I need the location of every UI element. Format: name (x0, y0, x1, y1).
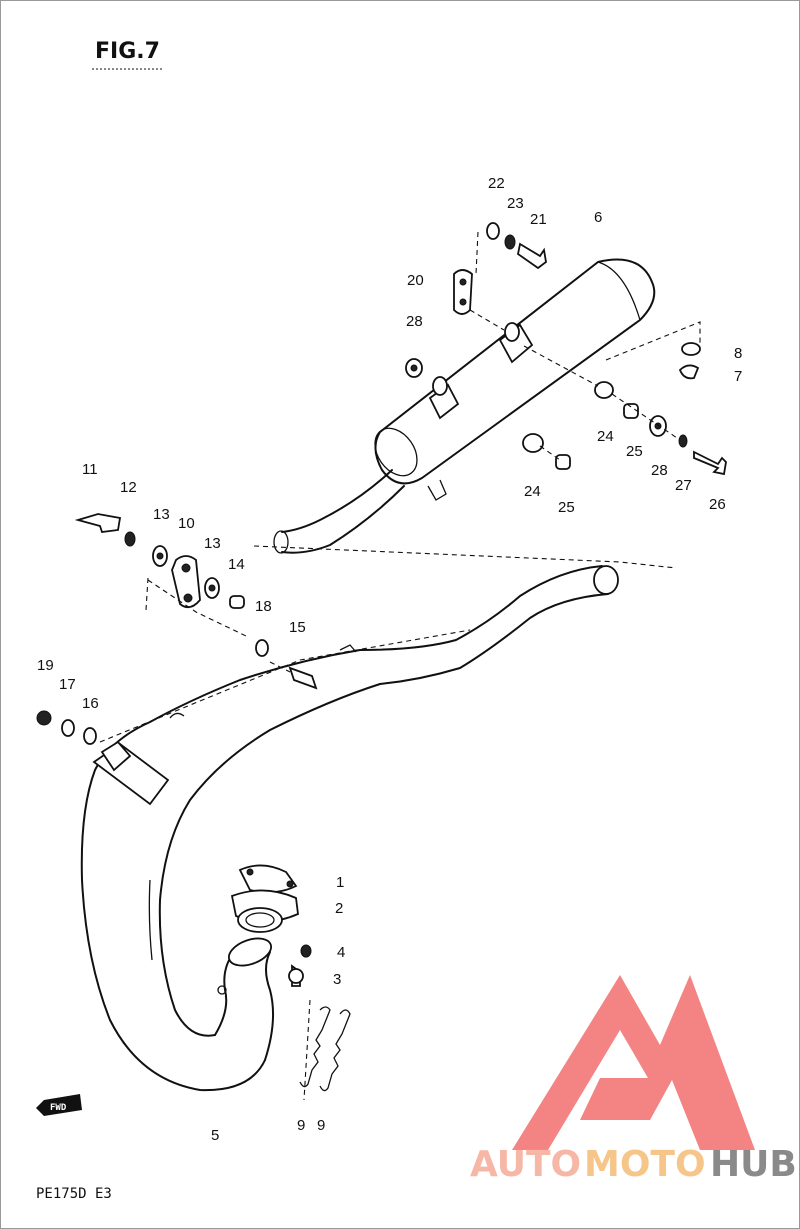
bolt-15 (288, 666, 318, 690)
callout-18: 18 (255, 598, 272, 615)
callout-6: 6 (594, 209, 602, 226)
lock-washer-27 (678, 434, 688, 448)
callout-24a: 24 (597, 428, 614, 445)
spring-9b (319, 1009, 351, 1092)
washer-4 (300, 944, 312, 958)
callout-2: 2 (335, 900, 343, 917)
washer-8 (681, 342, 701, 356)
callout-11: 11 (82, 461, 98, 478)
callout-28a: 28 (406, 313, 423, 330)
callout-22: 22 (488, 175, 505, 192)
callout-7: 7 (734, 368, 742, 385)
callout-20: 20 (407, 272, 424, 289)
springs (299, 999, 351, 1101)
fwd-label: FWD (50, 1103, 67, 1113)
callout-10: 10 (178, 515, 195, 532)
callout-17: 17 (59, 676, 76, 693)
grommet-24b (522, 433, 544, 453)
figure-title: FIG.7 (95, 39, 160, 64)
collar-25a (623, 403, 639, 419)
callout-27: 27 (675, 477, 692, 494)
bolt-21 (517, 242, 547, 270)
callout-25a: 25 (626, 443, 643, 460)
callout-16: 16 (82, 695, 99, 712)
lock-washer-12 (124, 531, 136, 547)
chamber-mount-hardware (36, 513, 677, 745)
assembly-lines-muffler (469, 231, 701, 461)
callout-14: 14 (228, 556, 245, 573)
callout-3: 3 (333, 971, 341, 988)
callout-4: 4 (337, 944, 345, 961)
muffler-hardware (405, 222, 727, 476)
nut-19 (36, 710, 52, 726)
callout-25b: 25 (558, 499, 575, 516)
callout-12: 12 (120, 479, 137, 496)
callout-1: 1 (336, 874, 344, 891)
callout-23: 23 (507, 195, 524, 212)
watermark-logo: AUTO MOTO HUB (470, 975, 797, 1185)
bracket-20 (453, 269, 473, 315)
lock-washer-23 (504, 234, 516, 250)
callout-5: 5 (211, 1127, 219, 1144)
callout-21: 21 (530, 211, 547, 228)
watermark-text-hub: HUB (710, 1144, 797, 1185)
collar-18 (229, 595, 245, 609)
callout-28b: 28 (651, 462, 668, 479)
callout-13b: 13 (204, 535, 221, 552)
collar-25b (555, 454, 571, 470)
bolt-26 (693, 450, 727, 476)
model-code: PE175D E3 (36, 1186, 112, 1202)
callout-15: 15 (289, 619, 306, 636)
washer-15a (255, 639, 269, 657)
callout-8: 8 (734, 345, 742, 362)
washer-17 (61, 719, 75, 737)
grommet-24a (594, 381, 614, 399)
callout-9a: 9 (297, 1117, 305, 1134)
washer-22 (486, 222, 500, 240)
watermark-text-auto: AUTO (470, 1144, 581, 1185)
callout-26: 26 (709, 496, 726, 513)
expansion-chamber (80, 565, 619, 1092)
callout-9b: 9 (317, 1117, 325, 1134)
washer-16 (83, 727, 97, 745)
watermark-text-moto: MOTO (584, 1144, 706, 1185)
cap-7 (678, 364, 700, 380)
spring-9a (299, 1006, 331, 1088)
callout-19: 19 (37, 657, 54, 674)
muffler (273, 258, 656, 554)
bracket-10 (171, 555, 201, 609)
flange-parts (230, 864, 312, 987)
callout-13a: 13 (153, 506, 170, 523)
callout-labels: 22 23 21 6 20 28 8 7 24 25 28 27 26 24 2… (37, 175, 742, 1144)
callout-24b: 24 (524, 483, 541, 500)
bolt-11 (74, 513, 122, 533)
fwd-direction-marker: FWD (36, 1094, 82, 1116)
